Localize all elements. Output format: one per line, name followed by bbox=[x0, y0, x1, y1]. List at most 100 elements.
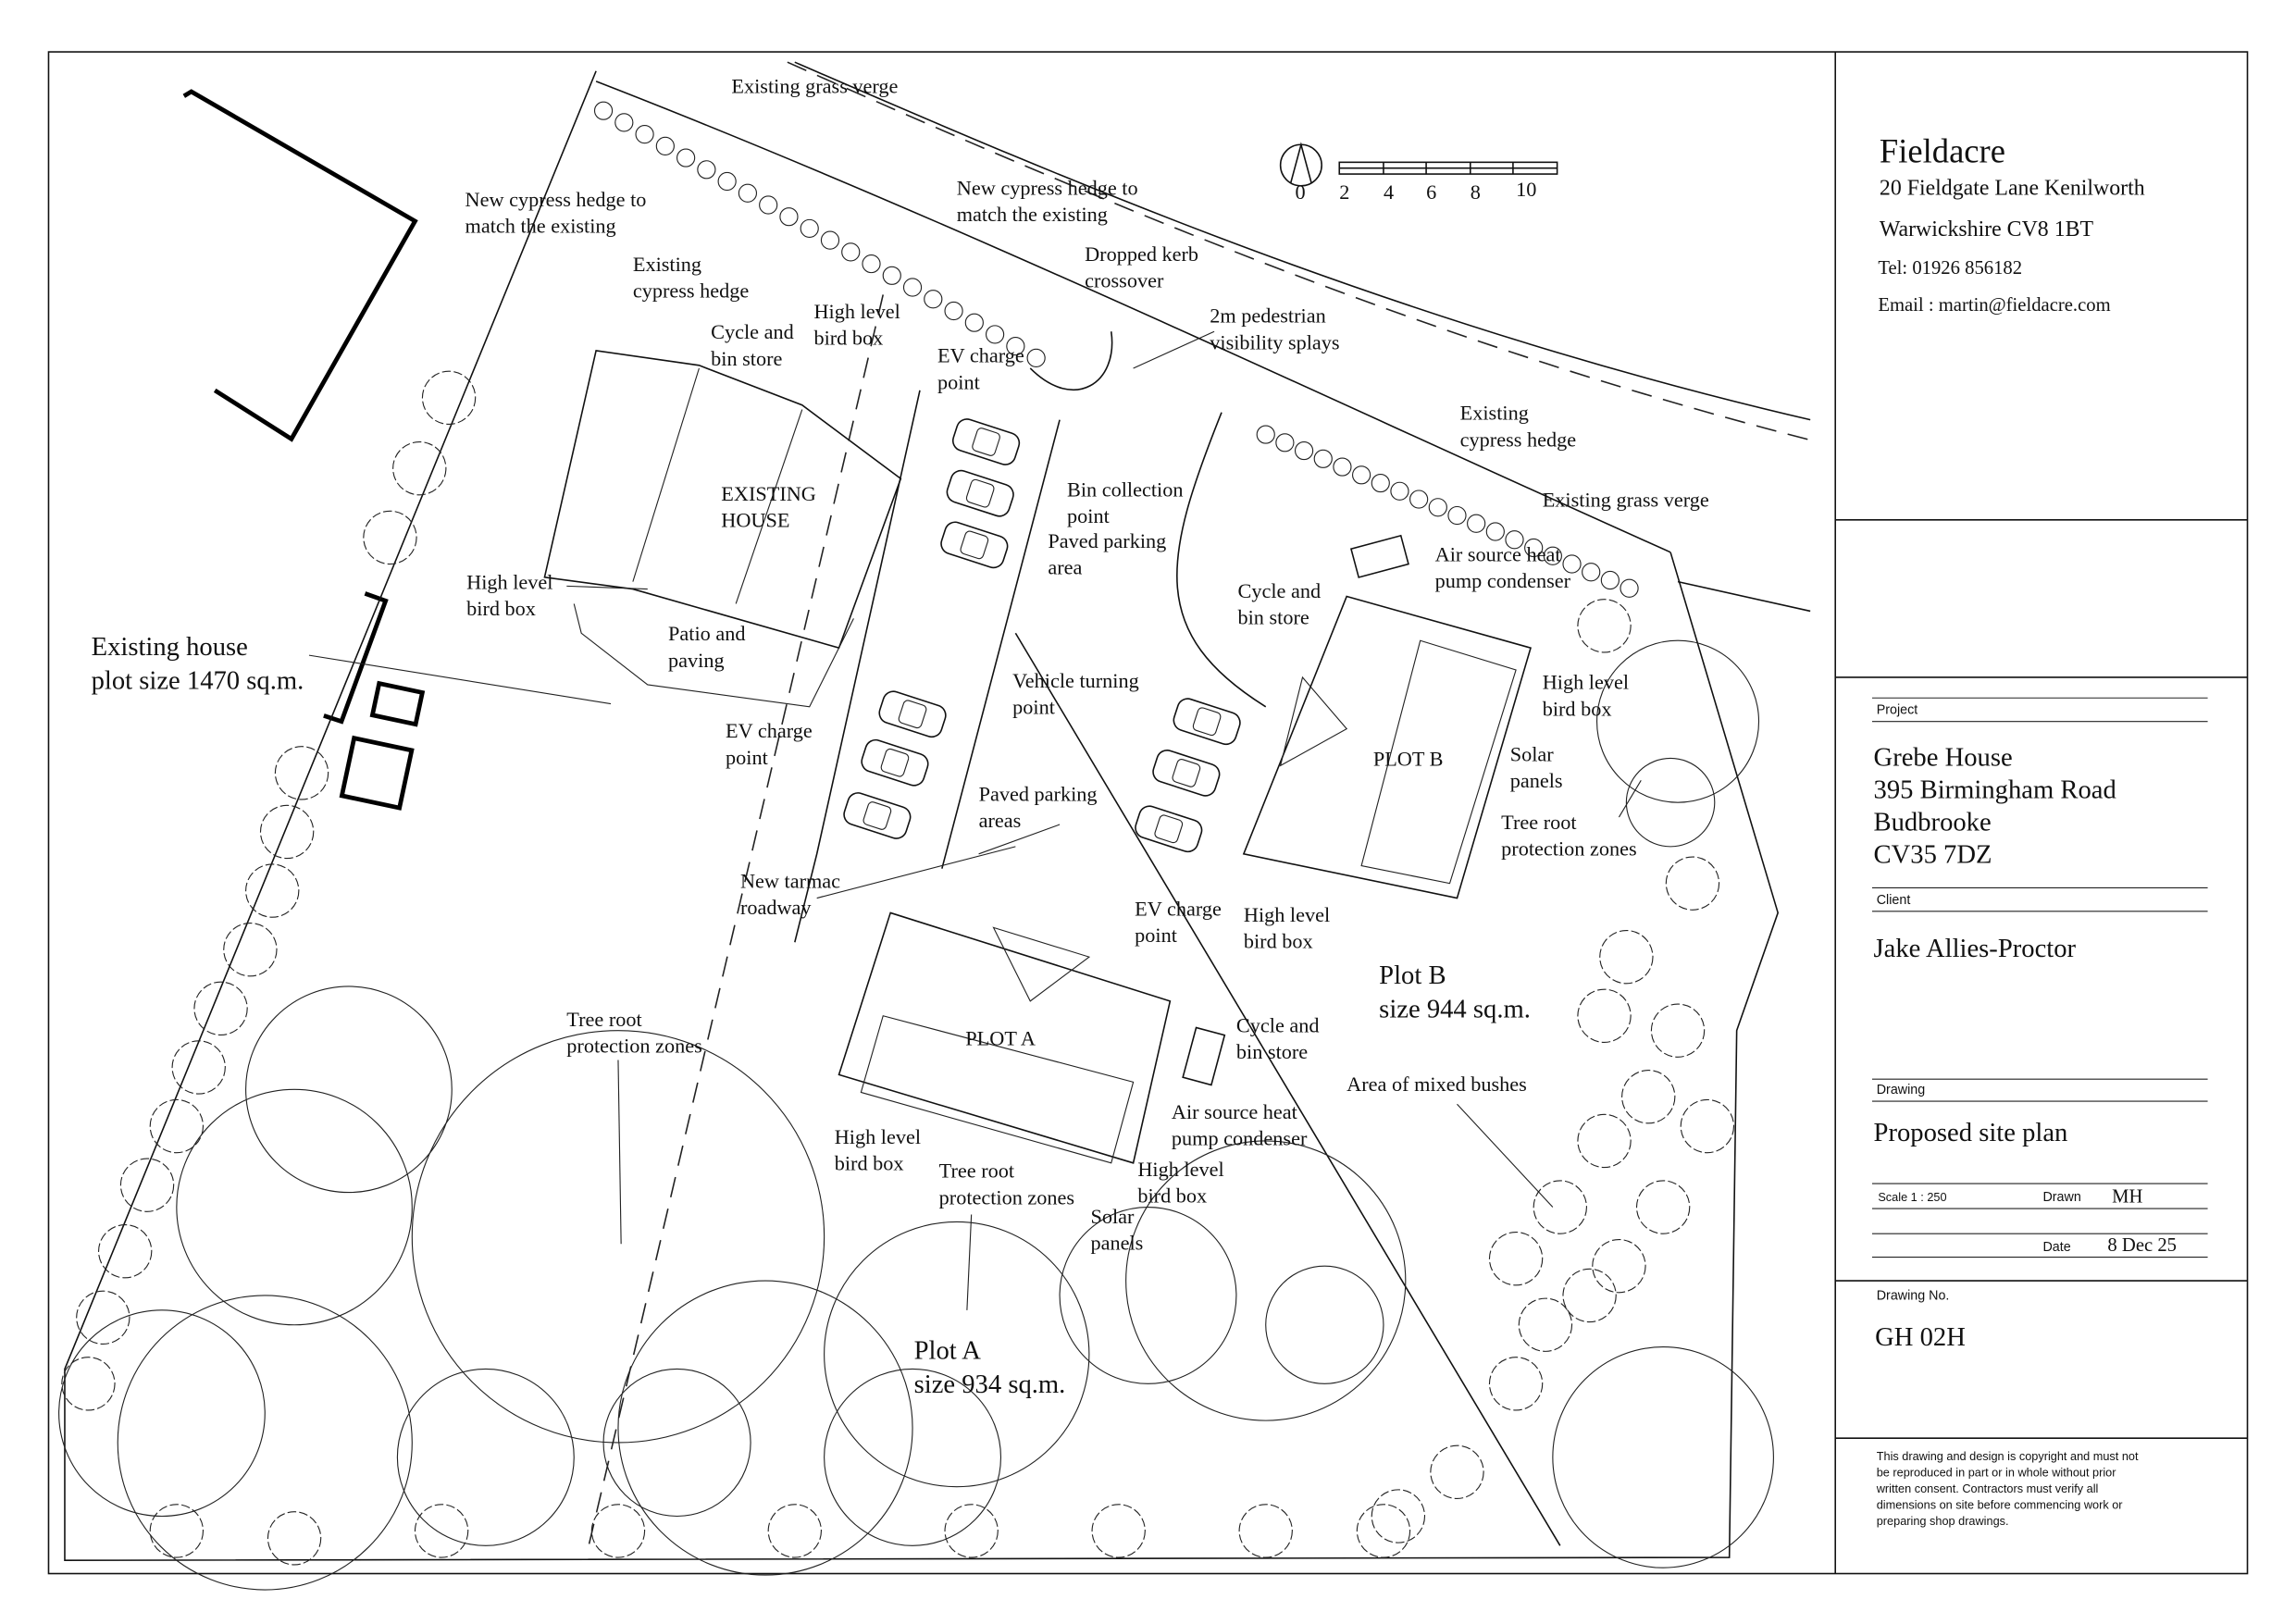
existing-cypress-hedge-east-label: cypress hedge bbox=[1460, 428, 1577, 451]
bin-collection-point-label: point bbox=[1067, 504, 1111, 527]
bird-box-plot-b-south-label: High level bbox=[1244, 903, 1330, 926]
project-line-1: Grebe House bbox=[1874, 742, 2013, 772]
tree-icon bbox=[1577, 988, 1632, 1043]
tree-icon bbox=[414, 1504, 469, 1558]
hedge-icon bbox=[902, 278, 923, 297]
air-source-plot-a-label: Air source heat bbox=[1172, 1100, 1298, 1123]
hedge-icon bbox=[759, 195, 778, 215]
new-cypress-hedge-east-label: New cypress hedge to bbox=[957, 176, 1138, 199]
tree-root-protection-zones bbox=[58, 639, 1774, 1591]
roadway-west-edge bbox=[794, 390, 921, 943]
tree-icon bbox=[363, 510, 417, 565]
existing-cypress-hedge-west-label: Existing bbox=[633, 253, 701, 276]
root-zone-circle bbox=[58, 1309, 266, 1518]
new-tarmac-roadway-label: roadway bbox=[740, 896, 812, 919]
client-name: Jake Allies-Proctor bbox=[1874, 934, 2077, 963]
copyright-line-1: This drawing and design is copyright and… bbox=[1877, 1449, 2139, 1463]
parked-car-icon bbox=[861, 738, 929, 787]
tree-icon bbox=[1430, 1444, 1484, 1499]
existing-house-boundary-marker bbox=[323, 591, 389, 725]
ev-charge-north-label: point bbox=[937, 370, 981, 393]
parked-car-icon bbox=[946, 469, 1014, 517]
root-zone-circle bbox=[1552, 1346, 1774, 1568]
company-name: Fieldacre bbox=[1880, 131, 2005, 169]
bird-box-plot-b-south-label: bird box bbox=[1244, 930, 1313, 953]
plot-b-size-label: size 944 sq.m. bbox=[1379, 994, 1531, 1023]
hedge-icon bbox=[1447, 505, 1467, 526]
visibility-splays-label: 2m pedestrian bbox=[1210, 304, 1325, 328]
parked-car-icon bbox=[951, 418, 1021, 465]
hedge-icon bbox=[1026, 348, 1046, 367]
bird-box-house-west-label: High level bbox=[466, 571, 552, 594]
hedge-icon bbox=[738, 183, 758, 203]
new-cypress-hedge-west-label: match the existing bbox=[465, 215, 616, 238]
bird-box-house-west-label: bird box bbox=[466, 597, 536, 620]
company-address-1: 20 Fieldgate Lane Kenilworth bbox=[1880, 176, 2145, 200]
tree-icon bbox=[149, 1504, 205, 1558]
site-boundary bbox=[64, 70, 1780, 1562]
tree-icon bbox=[1488, 1357, 1544, 1411]
company-tel: Tel: 01926 856182 bbox=[1878, 258, 2022, 279]
hedge-icon bbox=[1524, 538, 1544, 558]
parked-car-icon bbox=[878, 690, 947, 738]
tree-icon bbox=[1518, 1297, 1573, 1352]
tree-icon bbox=[1238, 1504, 1293, 1558]
bird-box-plot-a-west-label: High level bbox=[835, 1125, 921, 1148]
existing-house-label: EXISTING bbox=[721, 482, 816, 505]
roadway-east-edge bbox=[941, 419, 1061, 869]
tree-icon bbox=[1371, 1489, 1426, 1543]
tree-icon bbox=[149, 1098, 205, 1154]
tree-icon bbox=[76, 1290, 130, 1345]
hedge-icon bbox=[964, 313, 984, 332]
ev-charge-plot-b-label: EV charge bbox=[1135, 898, 1222, 921]
drawing-label: Drawing bbox=[1877, 1083, 1925, 1097]
road-edge-2 bbox=[794, 61, 1811, 421]
tree-icon bbox=[119, 1158, 175, 1212]
copyright-line-4: dimensions on site before commencing wor… bbox=[1877, 1498, 2124, 1512]
kerb-crossover bbox=[1029, 331, 1113, 391]
tree-icon bbox=[274, 746, 329, 800]
bird-box-house-north-label: bird box bbox=[813, 327, 883, 350]
new-cypress-hedge-west-label: New cypress hedge to bbox=[465, 188, 647, 211]
bird-box-plot-b-east-label: High level bbox=[1543, 671, 1629, 694]
outbuilding-1 bbox=[369, 680, 426, 727]
tree-icon bbox=[1650, 1003, 1706, 1058]
ev-charge-west-label: point bbox=[726, 746, 769, 769]
tree-icon bbox=[97, 1224, 153, 1279]
paved-parking-areas-label: areas bbox=[979, 809, 1022, 832]
hedge-icon bbox=[676, 148, 696, 167]
company-address-2: Warwickshire CV8 1BT bbox=[1880, 217, 2094, 242]
air-source-plot-a-label: pump condenser bbox=[1172, 1127, 1308, 1150]
cycle-bin-store-plot-b-label: bin store bbox=[1238, 606, 1309, 629]
bird-box-house-north-label: High level bbox=[813, 300, 900, 323]
new-cypress-hedge-east-label: match the existing bbox=[957, 203, 1108, 226]
project-line-3: Budbrooke bbox=[1874, 807, 1992, 837]
root-zone-circle bbox=[1265, 1265, 1384, 1384]
drawn-by: MH bbox=[2112, 1187, 2142, 1208]
root-zone-circle bbox=[824, 1221, 1090, 1488]
scale-label-0: 0 bbox=[1296, 180, 1306, 204]
hedge-icon bbox=[697, 160, 716, 180]
parked-car-icon bbox=[1135, 805, 1203, 853]
hedge-icon bbox=[1600, 570, 1620, 590]
tree-icon bbox=[1577, 1113, 1632, 1169]
dropped-kerb-label: Dropped kerb bbox=[1085, 242, 1198, 266]
plot-divider-dashed bbox=[588, 294, 885, 1546]
tree-icon bbox=[1577, 599, 1632, 653]
root-zone-circle bbox=[824, 1368, 1002, 1546]
plot-b-porch bbox=[1279, 676, 1348, 767]
root-zone-circle bbox=[1125, 1140, 1407, 1421]
drawing-date: 8 Dec 25 bbox=[2107, 1235, 2177, 1256]
drawing-number: GH 02H bbox=[1875, 1322, 1966, 1352]
vehicle-turning-point-label: Vehicle turning bbox=[1012, 669, 1139, 692]
plot-b-solar-panels bbox=[1360, 639, 1517, 885]
tree-icon bbox=[1091, 1504, 1146, 1558]
drawing-no-label: Drawing No. bbox=[1877, 1289, 1950, 1304]
hedge-icon bbox=[1485, 522, 1505, 541]
hedge-icon bbox=[1582, 563, 1601, 582]
plot-a-size-label: size 934 sq.m. bbox=[914, 1370, 1066, 1399]
scale-label-8: 8 bbox=[1471, 180, 1481, 204]
